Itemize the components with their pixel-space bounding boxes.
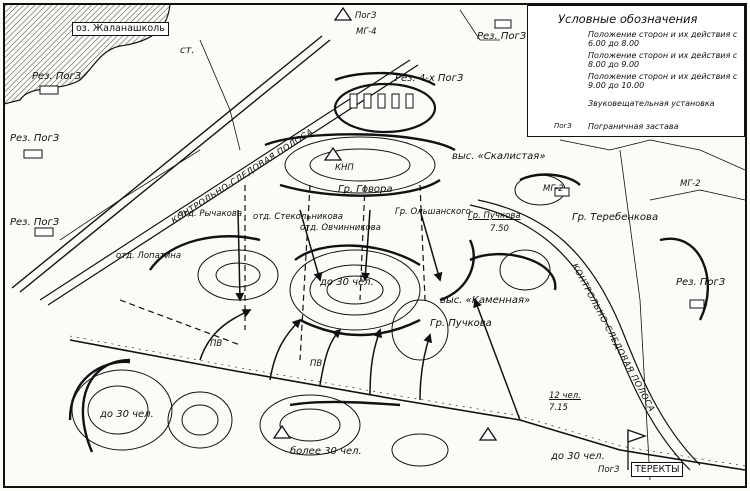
legend-zastava-abbr: ПогЗ [554,122,572,130]
label-pv-center: ПВ [310,359,323,369]
label-height-skalistaya: выс. «Скалистая» [452,151,546,162]
label-otd-stekolnikova: отд. Стекольникова [253,212,343,222]
label-rez-pogz-right: Рез. ПогЗ [676,277,726,288]
label-otd-ovchinnikova: отд. Овчинникова [300,223,381,233]
label-rez-4-pogz: Рез. 4-х ПогЗ [395,73,464,84]
label-do30-center: до 30 чел. [320,277,374,288]
reserve-vehicles [23,19,705,309]
legend-title: Условные обозначения [558,12,698,26]
control-strip-right-b [477,199,701,466]
label-rez-pogz-2: Рез. ПогЗ [10,133,60,144]
label-mg2-right: МГ-2 [680,179,701,189]
roads [59,9,746,481]
lake-area [3,3,171,105]
legend-row-2: Положение сторон и их действия с 8.00 до… [588,51,738,69]
label-terekty: ТЕРЕКТЫ [631,462,684,477]
label-pogz-top: ПогЗ [355,11,377,21]
label-st: ст. [180,45,195,56]
map-frame [3,3,747,488]
legend-row-3: Положение сторон и их действия с 9.00 до… [588,72,738,90]
label-mg4: МГ-4 [356,27,377,37]
label-gr-terebenkova: Гр. Теребенкова [572,212,659,223]
label-pogz-bottom: ПогЗ [598,465,620,475]
label-gr-govora: Гр. Говора [338,184,393,195]
label-do30-left: до 30 чел. [100,409,154,420]
label-gr-olshanskogo: Гр. Ольшанского [395,207,471,217]
label-bolee30: более 30 чел. [290,446,362,457]
legend-row-5: Пограничная застава [588,122,679,131]
label-rez-pogz-1: Рез. ПогЗ [32,71,82,82]
label-do30-bottom: до 30 чел. [551,451,605,462]
label-rez-pogz-3: Рез. ПогЗ [10,217,60,228]
label-rez-pogz-4: Рез. ПогЗ [477,31,527,42]
zastava-flags [627,429,647,470]
positions [68,71,710,453]
move-lines [119,184,426,361]
attack-arrows [199,209,521,421]
observation-points [272,6,498,441]
control-strip-right-a [469,204,691,471]
label-height-kamennaya: выс. «Каменная» [440,295,531,306]
label-time-750: 7.50 [490,224,509,234]
label-gr-puchkova-bottom: Гр. Пучкова [430,318,492,329]
label-mg2-left: МГ-2 [543,184,564,194]
legend: Условные обозначения Положение сторон и … [527,5,745,137]
label-pv-left: ПВ [210,339,223,349]
label-otd-rychakova: отд. Рычакова [178,209,243,219]
label-gr-puchkova-top: Гр. Пучкова [468,211,521,221]
rez4-oval [333,82,437,134]
label-otd-lopatina: отд. Лопатина [116,251,182,261]
legend-row-4: Звуковещательная установка [588,99,715,108]
legend-row-1: Положение сторон и их действия с 6.00 до… [588,30,738,48]
label-knp: КНП [335,163,354,173]
lake-name: оз. Жаланашколь [72,22,169,36]
label-12-chel: 12 чел. [549,391,581,401]
rez4-units [349,93,414,109]
label-time-715: 7.15 [549,403,568,413]
border-line [69,335,746,471]
